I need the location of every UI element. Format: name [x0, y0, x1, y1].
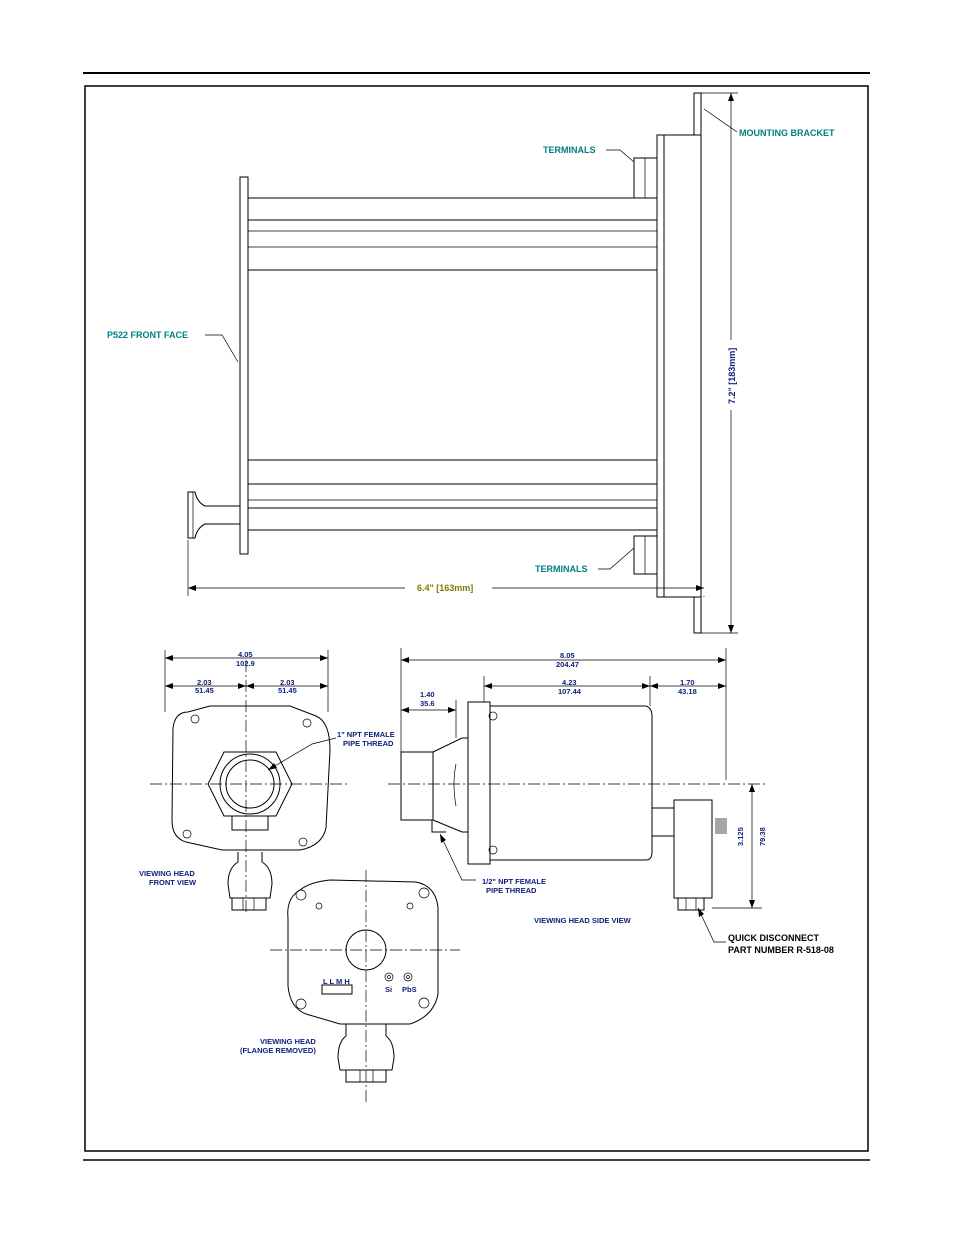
terminal-block-top [633, 157, 658, 199]
front-right-in: 2.03 [280, 678, 295, 687]
npt-half-label-2: PIPE THREAD [486, 886, 537, 895]
viewing-head-side-view [388, 648, 766, 943]
front-left-in: 2.03 [197, 678, 212, 687]
terminals-top-label: TERMINALS [543, 145, 596, 155]
side-b-in: 4.23 [562, 678, 577, 687]
lmh-label: L L M H [323, 977, 350, 986]
flange-removed-outline [287, 879, 439, 1025]
rear-plate [656, 134, 665, 598]
flange-label-2: (FLANGE REMOVED) [240, 1046, 316, 1055]
front-left-mm: 51.45 [195, 686, 214, 695]
side-h-mm: 79.38 [758, 827, 767, 846]
front-view-label-1: VIEWING HEAD [139, 869, 195, 878]
drawing-frame [84, 85, 869, 1152]
terminals-bottom-label: TERMINALS [535, 564, 588, 574]
side-connector [651, 807, 675, 837]
viewing-head-flange-removed [270, 870, 460, 1104]
side-total-in: 8.05 [560, 651, 575, 660]
si-led [384, 972, 394, 982]
p522-side-view [187, 92, 738, 634]
side-view-label: VIEWING HEAD SIDE VIEW [534, 916, 632, 925]
quick-disconnect-label-1: QUICK DISCONNECT [728, 933, 820, 943]
pbs-led [403, 972, 413, 982]
height-dimension-label: 7.2" [183mm] [727, 348, 737, 404]
side-c-in: 1.70 [680, 678, 695, 687]
connector-ribs [715, 818, 727, 834]
range-switch [321, 984, 353, 995]
front-connector [227, 852, 273, 899]
side-body [490, 705, 653, 861]
side-h-in: 3.125 [736, 827, 745, 846]
mounting-bracket [664, 92, 702, 136]
front-total-mm: 102.9 [236, 659, 255, 668]
side-total-mm: 204.47 [556, 660, 579, 669]
pbs-label: PbS [402, 985, 417, 994]
front-view-label-2: FRONT VIEW [149, 878, 197, 887]
terminal-block-bottom [633, 535, 658, 575]
npt-hex-fitting [207, 751, 293, 817]
npt-half-label-1: 1/2" NPT FEMALE [482, 877, 546, 886]
npt-1-label-1: 1" NPT FEMALE [337, 730, 395, 739]
mounting-bracket-label: MOUNTING BRACKET [739, 128, 835, 138]
side-c-mm: 43.18 [678, 687, 697, 696]
side-a-mm: 35.6 [420, 699, 435, 708]
front-face-plate [239, 176, 249, 555]
width-dimension-label: 6.4" [163mm] [417, 583, 473, 593]
quick-disconnect-label-2: PART NUMBER R-518-08 [728, 945, 834, 955]
front-right-mm: 51.45 [278, 686, 297, 695]
side-a-in: 1.40 [420, 690, 435, 699]
side-flange [467, 701, 491, 865]
viewing-head-front-view [150, 650, 348, 912]
front-total-in: 4.05 [238, 650, 253, 659]
npt-1-label-2: PIPE THREAD [343, 739, 394, 748]
front-flange-outline [171, 705, 331, 851]
flange-label-1: VIEWING HEAD [260, 1037, 316, 1046]
si-label: Si [385, 985, 392, 994]
side-b-mm: 107.44 [558, 687, 582, 696]
front-face-label: P522 FRONT FACE [107, 330, 188, 340]
lens-nozzle [187, 491, 240, 539]
